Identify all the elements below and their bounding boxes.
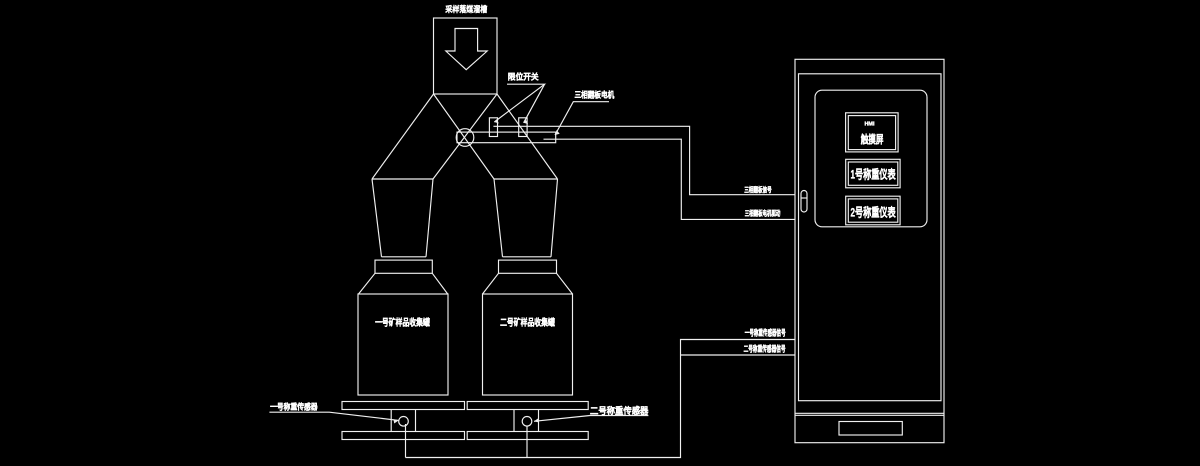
svg-text:三相翻板电机驱动: 三相翻板电机驱动 bbox=[745, 208, 781, 217]
svg-text:采样落煤溜槽: 采样落煤溜槽 bbox=[445, 4, 488, 14]
svg-text:二号称重传感器信号: 二号称重传感器信号 bbox=[744, 343, 786, 353]
svg-text:二号称重传感器: 二号称重传感器 bbox=[590, 405, 649, 416]
svg-text:一号称重传感器: 一号称重传感器 bbox=[270, 401, 318, 411]
svg-text:限位开关: 限位开关 bbox=[508, 71, 539, 81]
svg-text:2号称重仪表: 2号称重仪表 bbox=[851, 205, 897, 220]
svg-text:1号称重仪表: 1号称重仪表 bbox=[851, 167, 897, 182]
svg-text:一号矿样品收集罐: 一号矿样品收集罐 bbox=[375, 317, 430, 328]
svg-text:一号称重传感器信号: 一号称重传感器信号 bbox=[745, 328, 786, 338]
svg-text:触摸屏: 触摸屏 bbox=[860, 132, 883, 146]
svg-text:三相翻板信号: 三相翻板信号 bbox=[744, 185, 772, 194]
svg-text:三相翻板电机: 三相翻板电机 bbox=[575, 90, 615, 100]
svg-text:二号矿样品收集罐: 二号矿样品收集罐 bbox=[500, 317, 555, 328]
svg-text:HMI: HMI bbox=[865, 122, 876, 128]
